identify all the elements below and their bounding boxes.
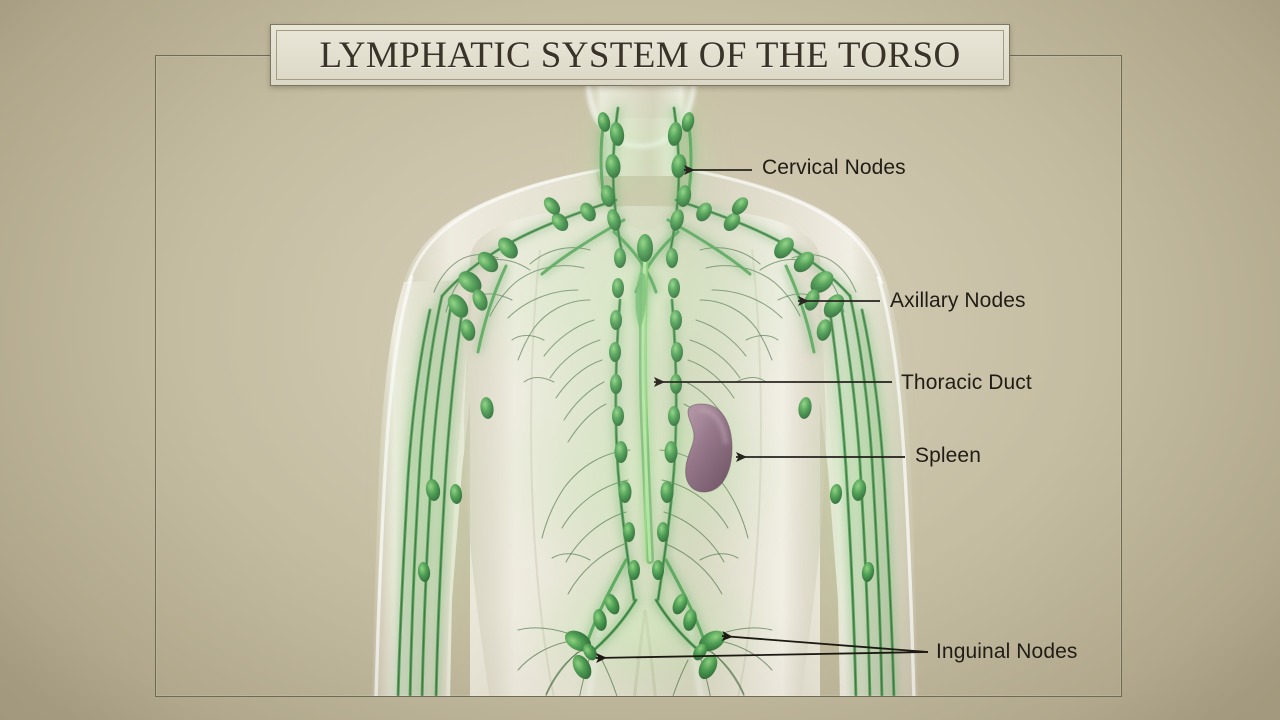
label-spleen: Spleen <box>915 444 981 467</box>
label-inguinal-nodes: Inguinal Nodes <box>936 640 1078 663</box>
label-cervical-nodes: Cervical Nodes <box>762 156 906 179</box>
title-plaque: LYMPHATIC SYSTEM OF THE TORSO <box>270 24 1010 86</box>
label-thoracic-duct: Thoracic Duct <box>901 371 1032 394</box>
label-axillary-nodes: Axillary Nodes <box>890 289 1026 312</box>
page-title: LYMPHATIC SYSTEM OF THE TORSO <box>319 34 961 76</box>
